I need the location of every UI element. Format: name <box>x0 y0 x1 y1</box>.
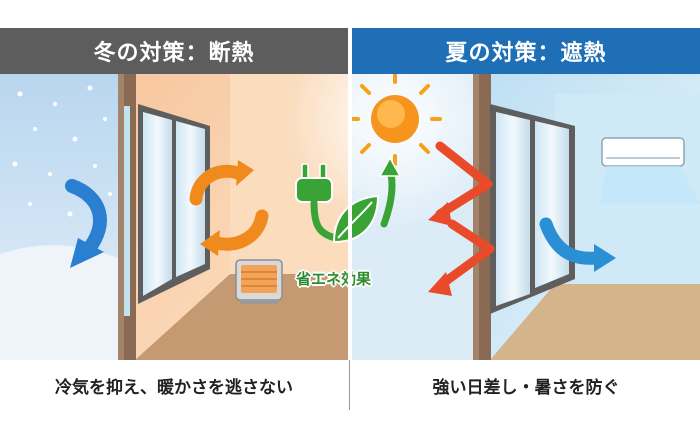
energy-saving-label: 省エネ効果 <box>296 270 372 288</box>
panel-divider <box>348 28 352 410</box>
summer-scene <box>285 74 700 360</box>
winter-title: 冬の対策：断熱 <box>0 28 348 74</box>
warm-air-arrows <box>189 160 269 256</box>
plug-icon <box>295 163 340 242</box>
snow-icon <box>12 85 112 217</box>
caption-divider <box>349 360 350 410</box>
summer-title: 夏の対策：遮熱 <box>352 28 700 74</box>
scene-illustration <box>0 74 700 360</box>
heater-icon <box>235 259 283 304</box>
cool-air-arrow <box>539 217 603 265</box>
summer-caption: 強い日差し・暑さを防ぐ <box>432 377 620 398</box>
heat-reflect-arrows <box>435 141 495 289</box>
cold-air-arrow <box>65 179 107 257</box>
winter-caption: 冷気を抑え、暖かさを逃さない <box>55 377 293 398</box>
eco-icon <box>295 156 402 244</box>
air-conditioner-icon <box>600 137 700 204</box>
leaf-icon <box>332 194 380 244</box>
sun-icon <box>348 74 442 166</box>
